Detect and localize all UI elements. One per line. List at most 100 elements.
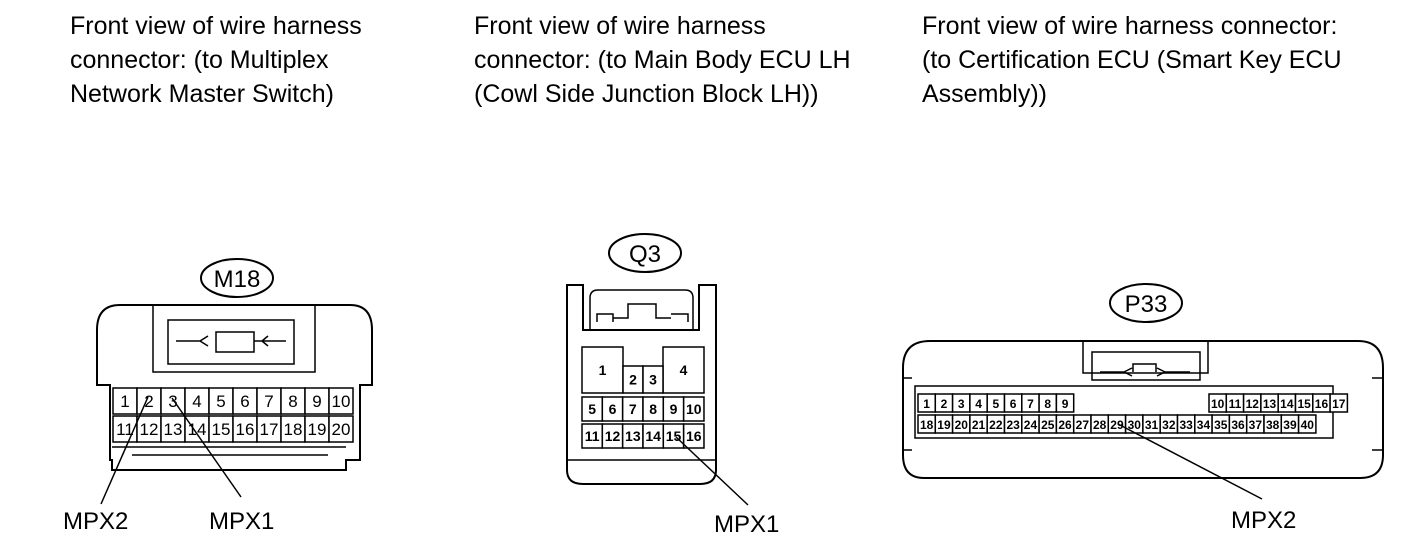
pin-cavity: 39 [1280, 414, 1300, 434]
pin-number: 17 [1332, 397, 1346, 411]
latch-detail [1100, 363, 1190, 377]
pin-cavity: 22 [986, 414, 1006, 434]
caption-line: Assembly)) [922, 80, 1048, 108]
pin-number: 26 [1058, 418, 1072, 432]
latch-outline [152, 305, 316, 373]
pin-number: 2 [629, 372, 637, 388]
pin-number: 14 [1280, 397, 1294, 411]
pin-cell [256, 387, 282, 415]
pin-cavity: 18 [917, 414, 937, 434]
pin-number: 36 [1231, 418, 1245, 432]
pin-cavity: 32 [1159, 414, 1179, 434]
pin-number: 23 [1006, 418, 1020, 432]
connector-id-label: M18 [214, 266, 261, 293]
pin-cavity: 3 [951, 393, 971, 413]
pin-cell [304, 387, 330, 415]
pin-number: 2 [144, 392, 153, 411]
pin-number: 12 [1246, 397, 1260, 411]
pin-number: 10 [1211, 397, 1225, 411]
pin-cavity: 3 [160, 387, 186, 415]
caption-line: Front view of wire harness [70, 12, 362, 40]
connector-id-badge [608, 233, 682, 273]
pin-number: 1 [599, 362, 607, 378]
pin-number: 12 [140, 420, 159, 439]
pin-number: 4 [680, 362, 688, 378]
pin-cavity: 1 [112, 387, 138, 415]
pin-number: 14 [645, 428, 661, 444]
pin-number: 5 [588, 401, 596, 417]
caption-certification-ecu: Front view of wire harness connector: (t… [922, 9, 1342, 111]
pin-number: 7 [629, 401, 637, 417]
pin-cavity: 10 [328, 387, 354, 415]
pin-cavity: 6 [601, 396, 624, 422]
pin-cavity: 1 [581, 346, 624, 394]
caption-line: Front view of wire harness [474, 12, 766, 40]
callout-mpx1: MPX1 [209, 508, 274, 535]
pin-cavity: 14 [184, 415, 210, 443]
pin-cavity: 5 [986, 393, 1006, 413]
pin-cavity: 12 [601, 423, 624, 449]
pin-number: 20 [955, 418, 969, 432]
pin-number: 30 [1128, 418, 1142, 432]
connector-id-badge [1109, 283, 1183, 323]
pin-cell [304, 415, 330, 443]
pin-number: 24 [1024, 418, 1038, 432]
pin-cavity: 15 [1294, 393, 1314, 413]
pin-number: 10 [686, 401, 702, 417]
pin-cavity: 9 [662, 396, 685, 422]
pin-number: 38 [1266, 418, 1280, 432]
pin-cell [280, 387, 306, 415]
pin-cavity: 38 [1263, 414, 1283, 434]
pin-cavity: 6 [1003, 393, 1023, 413]
housing-top [589, 289, 694, 330]
pin-cavity: 7 [256, 387, 282, 415]
pin-cavity: 11 [112, 415, 138, 443]
pin-number: 6 [1010, 397, 1017, 411]
pin-number: 6 [240, 392, 249, 411]
pin-number: 31 [1145, 418, 1159, 432]
pin-number: 34 [1197, 418, 1211, 432]
caption-line: connector: (to Main Body ECU LH [474, 46, 851, 74]
pin-number: 37 [1249, 418, 1263, 432]
pin-cavity: 36 [1228, 414, 1248, 434]
pin-cavity: 20 [951, 414, 971, 434]
pin-number: 12 [605, 428, 621, 444]
pin-number: 15 [212, 420, 231, 439]
caption-line: Front view of wire harness connector: [922, 12, 1338, 40]
latch-detail [176, 331, 286, 353]
pin-number: 16 [236, 420, 255, 439]
callout-mpx2: MPX2 [63, 508, 128, 535]
pin-cavity: 17 [1329, 393, 1349, 413]
pin-cell [682, 423, 705, 449]
pin-cell [184, 415, 210, 443]
pin-number: 25 [1041, 418, 1055, 432]
caption-line: (to Certification ECU (Smart Key ECU [922, 46, 1342, 74]
pin-cavity: 7 [621, 396, 644, 422]
pin-cavity: 8 [1038, 393, 1058, 413]
pin-cavity: 18 [280, 415, 306, 443]
pin-number: 19 [308, 420, 327, 439]
pin-cell [1329, 393, 1349, 413]
pin-cavity: 4 [969, 393, 988, 413]
pin-cavity: 31 [1142, 414, 1161, 434]
pin-number: 2 [941, 397, 948, 411]
pin-cavity: 16 [232, 415, 258, 443]
pin-cavity: 8 [280, 387, 306, 415]
pin-number: 11 [1229, 397, 1242, 411]
pin-cell [1055, 393, 1075, 413]
pin-cavity: 33 [1176, 414, 1196, 434]
pin-cavity: 16 [1312, 393, 1331, 413]
pin-cell [136, 415, 162, 443]
pin-cell [112, 387, 138, 415]
pin-cell [682, 396, 705, 422]
pin-number: 8 [1044, 397, 1051, 411]
pin-cavity: 7 [1021, 393, 1040, 413]
pin-cavity: 35 [1211, 414, 1231, 434]
pin-cavity: 9 [1055, 393, 1075, 413]
pin-cell [1297, 414, 1317, 434]
